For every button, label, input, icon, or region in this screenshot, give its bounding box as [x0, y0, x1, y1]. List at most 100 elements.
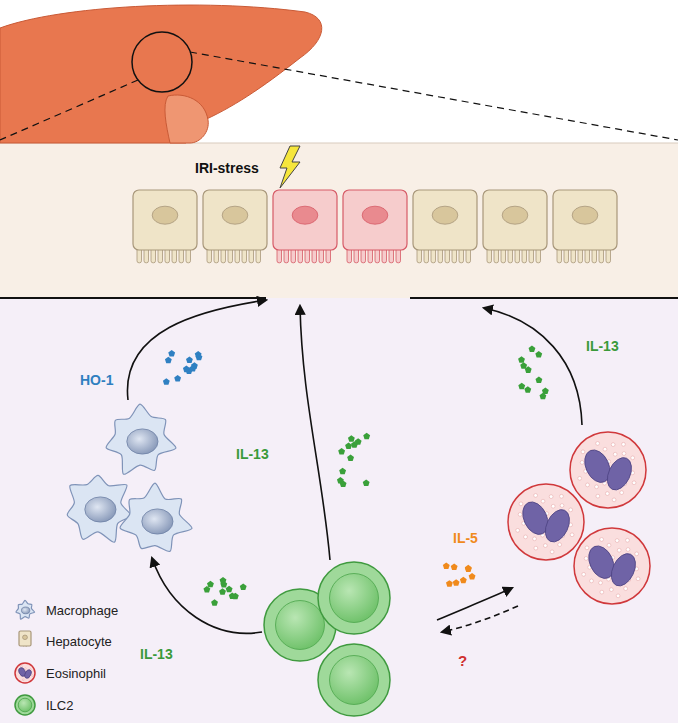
group — [318, 562, 390, 634]
granule — [622, 442, 626, 446]
granule — [616, 594, 620, 598]
nucleus — [222, 206, 248, 224]
hepatocyte — [343, 190, 407, 250]
hepatocyte — [553, 190, 617, 250]
granule — [595, 485, 599, 489]
cytokine-dot — [165, 357, 172, 364]
hepatocyte — [133, 190, 197, 250]
granule — [533, 537, 537, 541]
nucleus — [152, 206, 178, 224]
granule — [32, 675, 34, 677]
granule — [600, 590, 604, 594]
granule — [584, 557, 588, 561]
cytokine-dot — [451, 563, 458, 570]
cytokine-dot — [337, 477, 344, 484]
granule — [607, 543, 611, 547]
legend-icon — [10, 629, 40, 653]
nucleus-lobe — [24, 669, 33, 680]
granule — [596, 494, 600, 498]
cytokine-dot — [163, 378, 170, 385]
cytokine-dot — [363, 433, 370, 440]
nucleus — [127, 429, 158, 454]
nucleus — [432, 206, 458, 224]
granule — [25, 668, 27, 670]
secretion-arrow — [437, 588, 512, 620]
cytokine-dot — [535, 351, 542, 358]
cytokine-dot — [211, 599, 218, 606]
granule — [524, 535, 528, 539]
cytokine-dot — [203, 586, 210, 593]
granule — [580, 461, 584, 465]
granule — [600, 538, 604, 542]
group — [15, 663, 35, 683]
granule — [617, 548, 621, 552]
endothelium — [0, 297, 266, 299]
cytokine-label: IL-5 — [453, 530, 478, 547]
group — [203, 190, 267, 263]
group — [67, 475, 131, 542]
cytokine-dot — [183, 366, 190, 373]
secretion-arrow — [127, 300, 266, 400]
group — [413, 190, 477, 263]
hepatocyte — [19, 631, 31, 646]
granule — [570, 533, 574, 537]
granule — [560, 494, 564, 498]
group — [343, 190, 407, 263]
cytokine-dot — [529, 346, 536, 353]
granule — [590, 579, 594, 583]
legend-row: ILC2 — [10, 693, 73, 717]
cytokine-dot — [168, 350, 175, 357]
nucleus — [572, 206, 598, 224]
cytokine-dot — [518, 356, 525, 363]
granule — [620, 491, 624, 495]
macrophage — [106, 404, 176, 474]
granule — [534, 494, 538, 498]
eosinophil — [570, 432, 646, 508]
nucleus-lobe — [607, 550, 641, 590]
feedback-arrow — [442, 606, 518, 632]
granule — [612, 498, 616, 502]
granule — [603, 447, 607, 451]
cytokine-label: IL-13 — [586, 338, 619, 355]
cytokine-dot — [186, 356, 193, 363]
cytokine-dot — [469, 573, 476, 580]
eosinophil — [15, 663, 35, 683]
macrophage — [16, 600, 35, 619]
legend-row: Macrophage — [10, 598, 118, 622]
ilc2 — [15, 695, 35, 715]
granule — [596, 442, 600, 446]
group — [574, 528, 650, 604]
group — [133, 190, 197, 263]
nucleus-lobe — [603, 454, 637, 494]
granule — [632, 481, 636, 485]
hepatocyte — [203, 190, 267, 250]
group — [16, 600, 35, 619]
group — [508, 484, 584, 560]
nucleus — [330, 574, 379, 623]
group — [483, 190, 547, 263]
group — [106, 404, 176, 474]
nucleus — [362, 206, 388, 224]
nucleus — [18, 698, 32, 712]
granule — [534, 546, 538, 550]
ilc2 — [318, 644, 390, 716]
granule — [518, 513, 522, 517]
cytokine-dot — [229, 593, 236, 600]
group — [273, 190, 337, 263]
cytokine-dot — [460, 577, 467, 584]
eosinophil — [508, 484, 584, 560]
cytokine-dot — [446, 580, 453, 587]
zoom-circle — [132, 32, 192, 92]
lightning-bolt — [280, 146, 300, 188]
group — [318, 644, 390, 716]
nucleus-lobe — [541, 506, 575, 546]
blood-space — [0, 298, 678, 723]
zoom-line — [0, 80, 138, 140]
nucleus — [21, 607, 29, 614]
granule — [586, 483, 590, 487]
legend-icon — [10, 661, 40, 685]
legend-row: Hepatocyte — [10, 629, 112, 653]
group — [553, 190, 617, 263]
cytokine-dot — [338, 448, 345, 455]
